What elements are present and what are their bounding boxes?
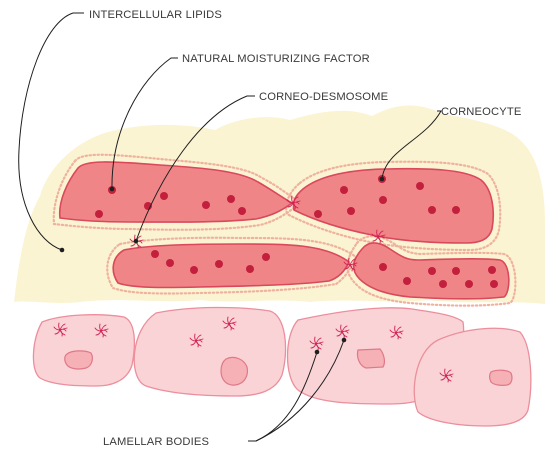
nmf-dot (246, 265, 254, 273)
nmf-dot (416, 182, 424, 190)
leader-dot-intercellular-lipids (60, 248, 65, 253)
nmf-dot (340, 186, 348, 194)
living-cell (33, 315, 134, 386)
nmf-dot (151, 250, 159, 258)
living-cell-layer (33, 307, 530, 426)
nucleus (65, 351, 93, 369)
label-corneo-desmosome: CORNEO-DESMOSOME (259, 91, 388, 103)
nucleus (357, 349, 384, 368)
nmf-dot (238, 207, 246, 215)
nmf-dot (314, 210, 322, 218)
leader-dot-corneo-desmosome (134, 239, 139, 244)
leader-dot-corneocyte (380, 177, 385, 182)
leader-dot-lamellar-bodies-b (342, 338, 347, 343)
nmf-dot (452, 267, 460, 275)
corneocyte (113, 244, 349, 288)
nmf-dot (215, 260, 223, 268)
nucleus (221, 357, 247, 385)
nmf-dot (403, 277, 411, 285)
nmf-dot (439, 280, 447, 288)
leader-dot-lamellar-bodies-a (315, 350, 320, 355)
label-intercellular-lipids: INTERCELLULAR LIPIDS (89, 9, 222, 21)
nmf-dot (190, 266, 198, 274)
nmf-dot (465, 280, 473, 288)
label-lamellar-bodies: LAMELLAR BODIES (103, 436, 209, 448)
nmf-dot (262, 253, 270, 261)
label-corneocyte: CORNEOCYTE (441, 106, 521, 118)
nmf-dot (227, 195, 235, 203)
nmf-dot (95, 210, 103, 218)
label-natural-moisturizing-factor: NATURAL MOISTURIZING FACTOR (182, 53, 370, 65)
nmf-dot (428, 206, 436, 214)
nmf-dot (490, 280, 498, 288)
nmf-dot (488, 266, 496, 274)
nmf-dot (379, 263, 387, 271)
nmf-dot (166, 259, 174, 267)
living-cell (134, 307, 285, 396)
leader-dot-natural-moisturizing-factor (110, 187, 115, 192)
nmf-dot (428, 267, 436, 275)
nucleus (490, 370, 512, 385)
nmf-dot (347, 207, 355, 215)
nmf-dot (379, 196, 387, 204)
nmf-dot (202, 201, 210, 209)
nmf-dot (452, 206, 460, 214)
nmf-dot (160, 192, 168, 200)
